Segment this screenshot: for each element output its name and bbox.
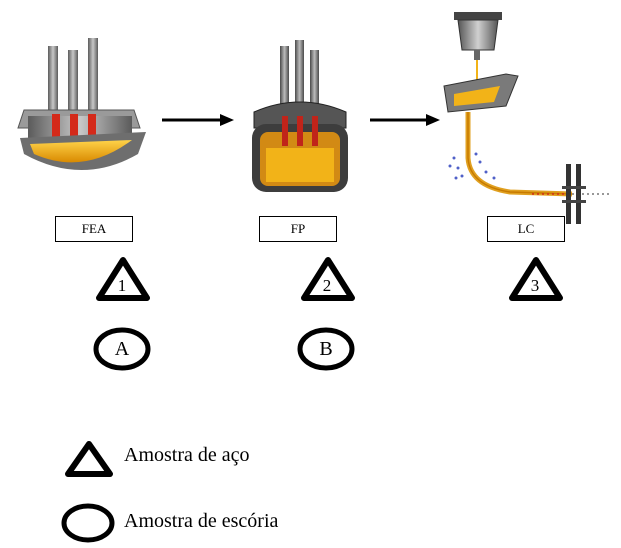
legend-slag-label: Amostra de escória <box>124 510 279 532</box>
arrow-right-icon <box>162 114 234 126</box>
legend-steel-label: Amostra de aço <box>124 444 250 466</box>
continuous-casting-icon <box>443 12 610 224</box>
triangle-marker-icon <box>301 257 355 301</box>
legend-circle-icon <box>61 503 115 543</box>
stage-label-lc: LC <box>487 216 565 242</box>
electric-arc-furnace-icon <box>17 38 146 170</box>
steel-sample-number-2: 2 <box>322 276 332 295</box>
slag-sample-letter-b: B <box>319 338 333 360</box>
ladle-furnace-icon <box>252 40 348 192</box>
stage-label-fea: FEA <box>55 216 133 242</box>
circle-marker-icon <box>297 327 355 371</box>
slag-sample-letter-a: A <box>114 338 130 360</box>
triangle-marker-icon <box>96 257 150 301</box>
legend-triangle-icon <box>65 441 113 477</box>
stage-label-fp: FP <box>259 216 337 242</box>
triangle-marker-icon <box>509 257 563 301</box>
arrow-right-icon <box>370 114 440 126</box>
steel-sample-number-1: 1 <box>117 276 127 295</box>
circle-marker-icon <box>93 327 151 371</box>
steel-sample-number-3: 3 <box>530 276 540 295</box>
